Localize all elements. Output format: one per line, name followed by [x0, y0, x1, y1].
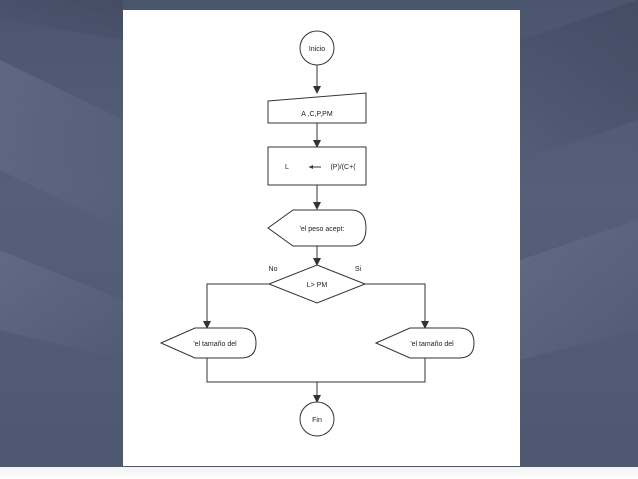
display-label: 'el peso acept: — [300, 226, 345, 233]
display-node: 'el peso acept: — [267, 209, 367, 247]
end-label: Fin — [312, 417, 322, 424]
decision-label: L> PM — [307, 282, 328, 289]
start-label: Inicio — [309, 46, 325, 53]
process-node: L (P)/(C+( — [267, 146, 367, 186]
process-expression: (P)/(C+( — [330, 164, 356, 171]
flowchart-diagram: Inicio A ,C,P,PM L (P)/(C+( 'el peso ace… — [159, 30, 475, 437]
input-node: A ,C,P,PM — [267, 92, 367, 124]
output-left-node: 'el tamaño del — [159, 327, 257, 359]
connector-merge — [206, 358, 426, 383]
input-label: A ,C,P,PM — [301, 111, 333, 118]
decision-node: L> PM — [267, 264, 367, 304]
branch-si-label: Si — [355, 266, 362, 273]
output-right-label: 'el tamaño del — [410, 341, 454, 348]
assign-arrow-icon — [309, 165, 313, 169]
output-left-label: 'el tamaño del — [193, 341, 237, 348]
start-node: Inicio — [299, 30, 335, 66]
process-variable: L — [285, 164, 289, 171]
end-node: Fin — [299, 401, 335, 437]
branch-no-label: No — [269, 266, 278, 273]
connector-si-branch — [365, 283, 429, 329]
bottom-band — [0, 467, 638, 479]
slide-canvas: Inicio A ,C,P,PM L (P)/(C+( 'el peso ace… — [123, 10, 520, 466]
connector-no-branch — [203, 283, 269, 329]
output-right-node: 'el tamaño del — [374, 327, 475, 359]
